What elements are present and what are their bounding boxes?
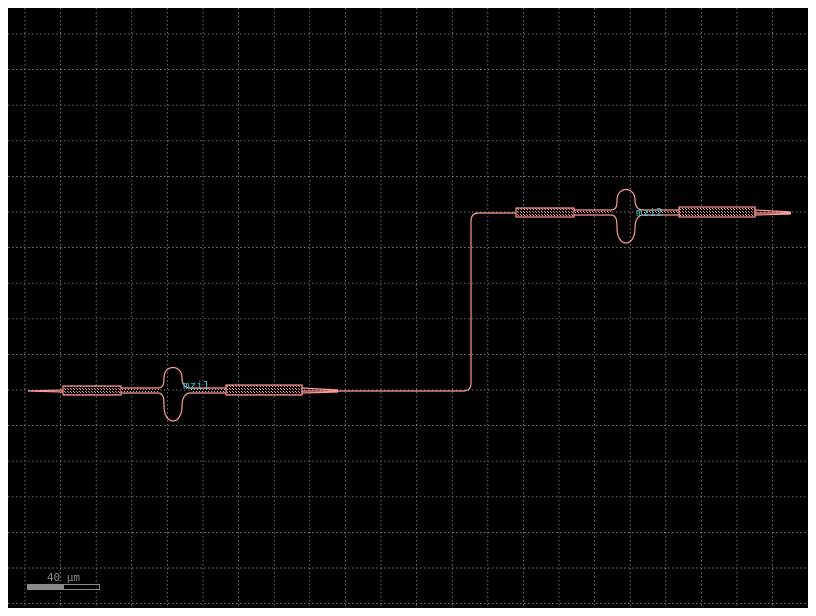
mzi2-label: mzi2 <box>636 206 663 219</box>
scale-bar-label: 40 μm <box>46 571 81 584</box>
mzi1-label: mzi1 <box>183 379 210 392</box>
scale-bar: 40 μm <box>27 571 100 593</box>
scale-bar-fill <box>28 585 64 589</box>
grid-lines <box>8 8 808 608</box>
mzi2-component[interactable] <box>515 188 792 244</box>
scale-bar-outline <box>27 584 100 590</box>
route-waveguide[interactable] <box>338 212 516 392</box>
layout-viewport[interactable]: mzi1 mzi2 40 μm <box>8 8 808 608</box>
mzi1-component[interactable] <box>27 366 339 422</box>
layout-canvas[interactable]: mzi1 mzi2 <box>8 8 808 608</box>
